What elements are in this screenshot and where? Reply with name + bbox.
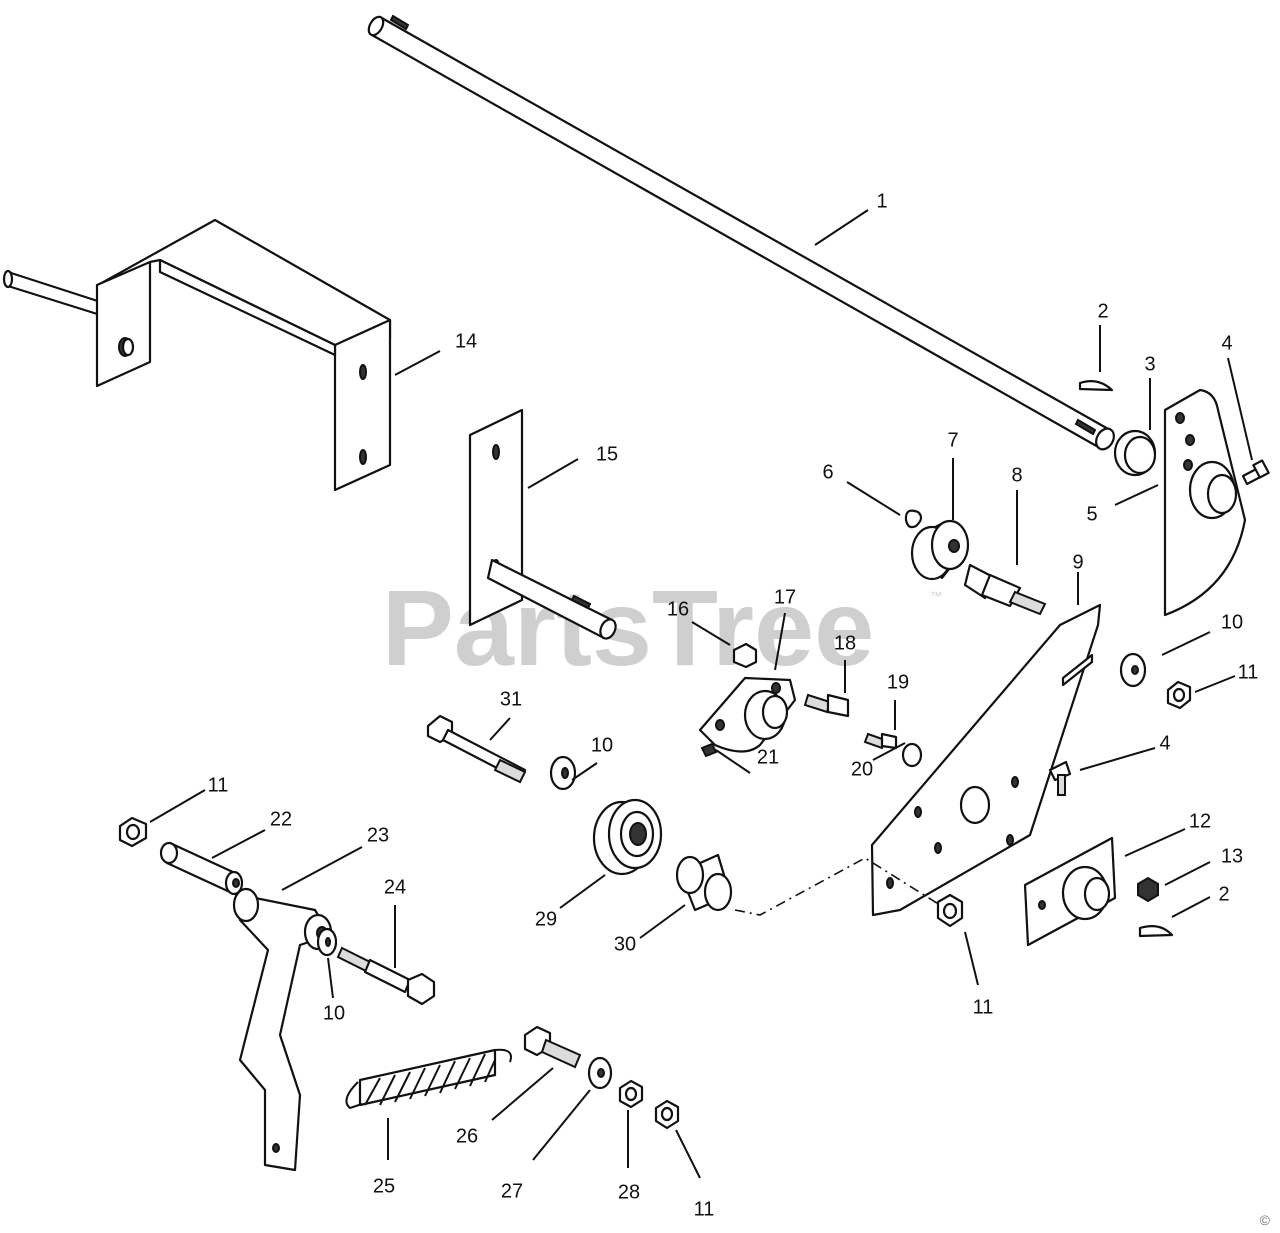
part-bolt-18 [803, 693, 850, 718]
part-spacer [675, 853, 733, 912]
copyright-mark: © [1260, 1212, 1271, 1228]
callout-2-upper: 2 [1097, 300, 1108, 322]
callout-14: 14 [455, 330, 477, 352]
callout-5: 5 [1086, 503, 1097, 525]
callout-12: 12 [1189, 810, 1211, 832]
callout-26: 26 [456, 1125, 478, 1147]
watermark: PartsTree [382, 567, 874, 688]
part-large-plate [870, 603, 1102, 917]
callout-20: 20 [851, 758, 873, 780]
callout-19: 19 [887, 671, 909, 693]
callout-8: 8 [1011, 464, 1022, 486]
callout-25: 25 [373, 1175, 395, 1197]
part-bolt-4-upper [1241, 459, 1270, 486]
callout-30: 30 [614, 933, 636, 955]
callout-16: 16 [667, 598, 689, 620]
callout-7: 7 [947, 429, 958, 451]
callout-28: 28 [618, 1181, 640, 1203]
part-sleeve [159, 841, 244, 896]
part-washer-27 [587, 1056, 613, 1090]
part-spring [345, 1048, 512, 1110]
callout-11-right: 11 [1238, 661, 1259, 683]
leader-lines [149, 209, 1253, 1179]
part-bearing [592, 798, 663, 876]
part-nut-11-left [118, 816, 148, 848]
callout-10-center: 10 [591, 734, 613, 756]
part-bolt-24 [336, 946, 436, 1006]
callout-10-right: 10 [1221, 611, 1243, 633]
callout-2-lower: 2 [1218, 883, 1229, 905]
callout-11-bottom: 11 [694, 1198, 715, 1220]
watermark-trademark: ™ [930, 589, 942, 603]
callout-31: 31 [500, 688, 522, 710]
part-bolt-31 [426, 714, 527, 784]
part-shoulder-bolt [963, 563, 1047, 616]
part-grease-fitting [700, 742, 718, 758]
part-nut-28 [618, 1079, 644, 1109]
callout-29: 29 [535, 908, 557, 930]
part-flange-housing [698, 676, 797, 753]
part-key-lower [1138, 925, 1174, 938]
callout-24: 24 [384, 876, 406, 898]
callout-22: 22 [270, 808, 292, 830]
part-washer-10-right [1119, 652, 1147, 688]
part-lever-arm [232, 887, 333, 1172]
callout-4-lower: 4 [1159, 732, 1170, 754]
callout-4-upper: 4 [1221, 332, 1232, 354]
part-nut-11-bottom [654, 1099, 680, 1130]
part-u-bracket [2, 218, 392, 492]
part-washer-20 [901, 742, 923, 768]
part-clip [904, 509, 923, 529]
part-washer-10-center [549, 755, 577, 791]
callout-17: 17 [774, 586, 796, 608]
callout-18: 18 [834, 632, 856, 654]
callout-1: 1 [876, 190, 887, 212]
callout-15: 15 [596, 443, 618, 465]
part-bolt-26 [523, 1025, 582, 1069]
part-boss-plate [1023, 836, 1117, 947]
part-bolt-19 [863, 732, 898, 750]
callout-21: 21 [757, 746, 779, 768]
part-washer-3 [1113, 429, 1157, 477]
part-bolt-4-lower [1048, 760, 1072, 796]
part-nut-16 [732, 642, 758, 669]
part-nut-11-right [1166, 680, 1192, 710]
callout-3: 3 [1144, 353, 1155, 375]
callout-23: 23 [367, 824, 389, 846]
part-nut-13 [1137, 876, 1159, 903]
callout-6: 6 [822, 461, 833, 483]
part-key-upper [1078, 380, 1114, 392]
callout-27: 27 [501, 1180, 523, 1202]
part-rod [367, 14, 1115, 451]
callout-10-left: 10 [323, 1002, 345, 1024]
callout-11-left: 11 [208, 774, 229, 796]
part-washer-10-left [316, 927, 338, 957]
callout-labels: 1 2 3 4 5 6 7 8 9 10 11 4 12 13 2 11 14 … [208, 190, 1259, 1220]
part-nut-11-center [936, 893, 964, 928]
callout-13: 13 [1221, 845, 1243, 867]
part-roller [910, 519, 970, 581]
part-plate-pin [468, 408, 617, 640]
callout-11-center: 11 [973, 996, 994, 1018]
callout-9: 9 [1072, 551, 1083, 573]
part-arm-plate [1163, 388, 1247, 617]
